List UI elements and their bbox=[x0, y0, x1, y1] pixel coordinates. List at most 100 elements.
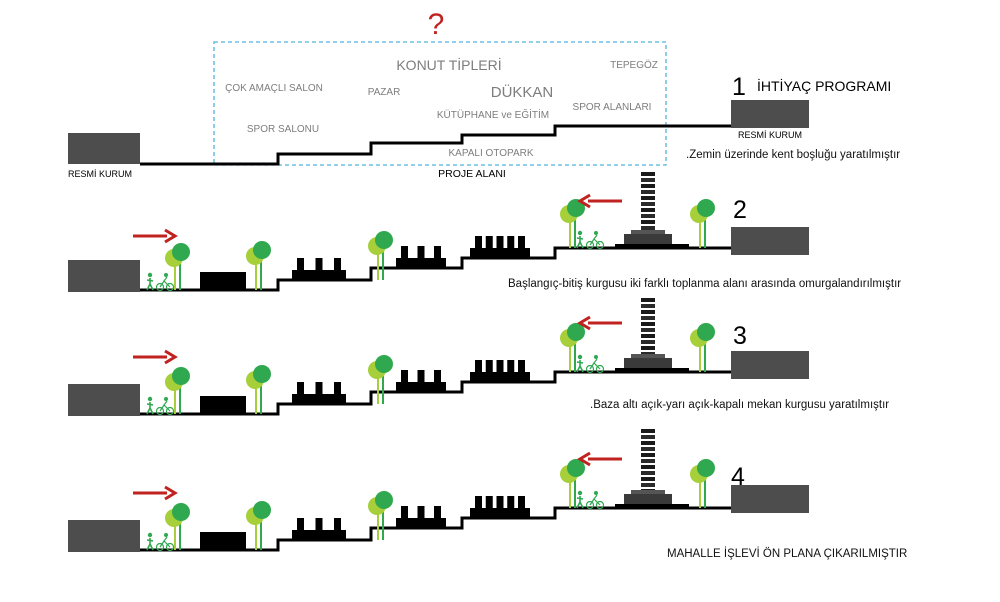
caption-4: MAHALLE İŞLEVİ ÖN PLANA ÇIKARILMIŞTIR bbox=[667, 547, 907, 560]
tower-podium bbox=[631, 490, 665, 494]
program-spor-alanlari: SPOR ALANLARI bbox=[573, 102, 652, 113]
arrow-right-icon bbox=[164, 485, 178, 501]
building-block bbox=[334, 258, 341, 272]
program-tepegoz: TEPEGÖZ bbox=[610, 59, 658, 71]
building-block bbox=[496, 496, 504, 510]
bicycle-icon bbox=[595, 240, 605, 250]
pedestrian-icon bbox=[577, 354, 583, 360]
tower-slab bbox=[615, 504, 689, 509]
section-2 bbox=[68, 172, 809, 292]
tree-canopy bbox=[697, 323, 715, 341]
tower-podium bbox=[631, 230, 665, 234]
building-block bbox=[470, 248, 530, 258]
building-block bbox=[297, 382, 304, 396]
bicycle-icon bbox=[594, 355, 598, 359]
block-left bbox=[68, 260, 140, 292]
program-pazar: PAZAR bbox=[368, 87, 401, 98]
tower-slab bbox=[615, 368, 689, 373]
bicycle-icon bbox=[164, 533, 168, 537]
bicycle-icon bbox=[165, 542, 175, 552]
tower-floor bbox=[641, 471, 655, 475]
tower-floor bbox=[641, 429, 655, 433]
building-block bbox=[396, 258, 446, 268]
tower-floor bbox=[641, 441, 655, 445]
bicycle-icon bbox=[159, 276, 171, 288]
tower-floor bbox=[641, 196, 655, 200]
building-block bbox=[401, 246, 408, 260]
ground-line-1 bbox=[140, 124, 731, 166]
building-block bbox=[475, 360, 482, 374]
arrow-left-icon bbox=[577, 451, 591, 467]
building-block bbox=[470, 508, 530, 518]
tree-canopy bbox=[567, 199, 585, 217]
building-block bbox=[417, 246, 425, 260]
arrow-left-icon bbox=[577, 315, 591, 331]
block-right bbox=[731, 485, 809, 513]
tree-canopy bbox=[375, 355, 393, 373]
building-block bbox=[475, 496, 482, 510]
section-number-4: 4 bbox=[731, 463, 745, 491]
dashed-program-area bbox=[213, 41, 667, 166]
block-left-1 bbox=[68, 133, 140, 164]
building-block bbox=[485, 496, 493, 510]
tree-canopy bbox=[253, 365, 271, 383]
tree-canopy bbox=[172, 243, 190, 261]
building-block bbox=[334, 518, 341, 532]
tower-floor bbox=[641, 298, 655, 302]
building-block bbox=[507, 360, 515, 374]
tower-podium bbox=[624, 234, 672, 244]
building-block bbox=[518, 236, 525, 250]
building-block bbox=[297, 518, 304, 532]
building-block bbox=[396, 518, 446, 528]
building-block bbox=[485, 360, 493, 374]
block-left bbox=[68, 384, 140, 416]
building-block bbox=[507, 496, 515, 510]
tree-canopy bbox=[253, 501, 271, 519]
bicycle-icon bbox=[159, 536, 171, 548]
entrance-block bbox=[200, 272, 246, 290]
tower-floor bbox=[641, 190, 655, 194]
building-block bbox=[485, 236, 493, 250]
bicycle-icon bbox=[585, 500, 595, 510]
program-cok-amacli: ÇOK AMAÇLI SALON bbox=[225, 83, 323, 94]
block-right-1 bbox=[731, 100, 809, 128]
tower-floor bbox=[641, 435, 655, 439]
building-block bbox=[315, 518, 323, 532]
tower-floor bbox=[641, 214, 655, 218]
caption-1: .Zemin üzerinde kent boşluğu yaratılmışt… bbox=[686, 149, 900, 161]
building-block bbox=[470, 372, 530, 382]
tower-floor bbox=[641, 178, 655, 182]
label-proje-alani: PROJE ALANI bbox=[438, 168, 506, 180]
tower-floor bbox=[641, 172, 655, 176]
bicycle-icon bbox=[164, 397, 168, 401]
tree-canopy bbox=[567, 323, 585, 341]
tree-canopy bbox=[567, 459, 585, 477]
tower-slab bbox=[615, 244, 689, 249]
tree-canopy bbox=[172, 367, 190, 385]
bicycle-icon bbox=[155, 406, 165, 416]
label-resmi-kurum-right: RESMİ KURUM bbox=[738, 130, 802, 140]
building-block bbox=[434, 370, 441, 384]
bicycle-icon bbox=[595, 364, 605, 374]
building-block bbox=[434, 506, 441, 520]
bicycle-icon bbox=[164, 273, 168, 277]
building-block bbox=[518, 496, 525, 510]
building-block bbox=[315, 258, 323, 272]
block-left bbox=[68, 520, 140, 552]
pedestrian-icon bbox=[577, 490, 583, 496]
tower-floor bbox=[641, 304, 655, 308]
program-dukkan: DÜKKAN bbox=[491, 83, 554, 101]
program-kutuphane: KÜTÜPHANE ve EĞİTİM bbox=[437, 108, 549, 121]
bicycle-icon bbox=[589, 494, 601, 506]
pedestrian-icon bbox=[147, 532, 153, 538]
building-block bbox=[334, 382, 341, 396]
tower-floor bbox=[641, 328, 655, 332]
bicycle-icon bbox=[159, 400, 171, 412]
pedestrian-icon bbox=[147, 272, 153, 278]
section-3 bbox=[68, 298, 809, 416]
tower-floor bbox=[641, 322, 655, 326]
tower-floor bbox=[641, 459, 655, 463]
section-1: ? KONUT TİPLERİ ÇOK AMAÇLI SALON PAZAR D… bbox=[68, 8, 900, 180]
question-mark: ? bbox=[428, 8, 445, 41]
tower-floor bbox=[641, 483, 655, 487]
